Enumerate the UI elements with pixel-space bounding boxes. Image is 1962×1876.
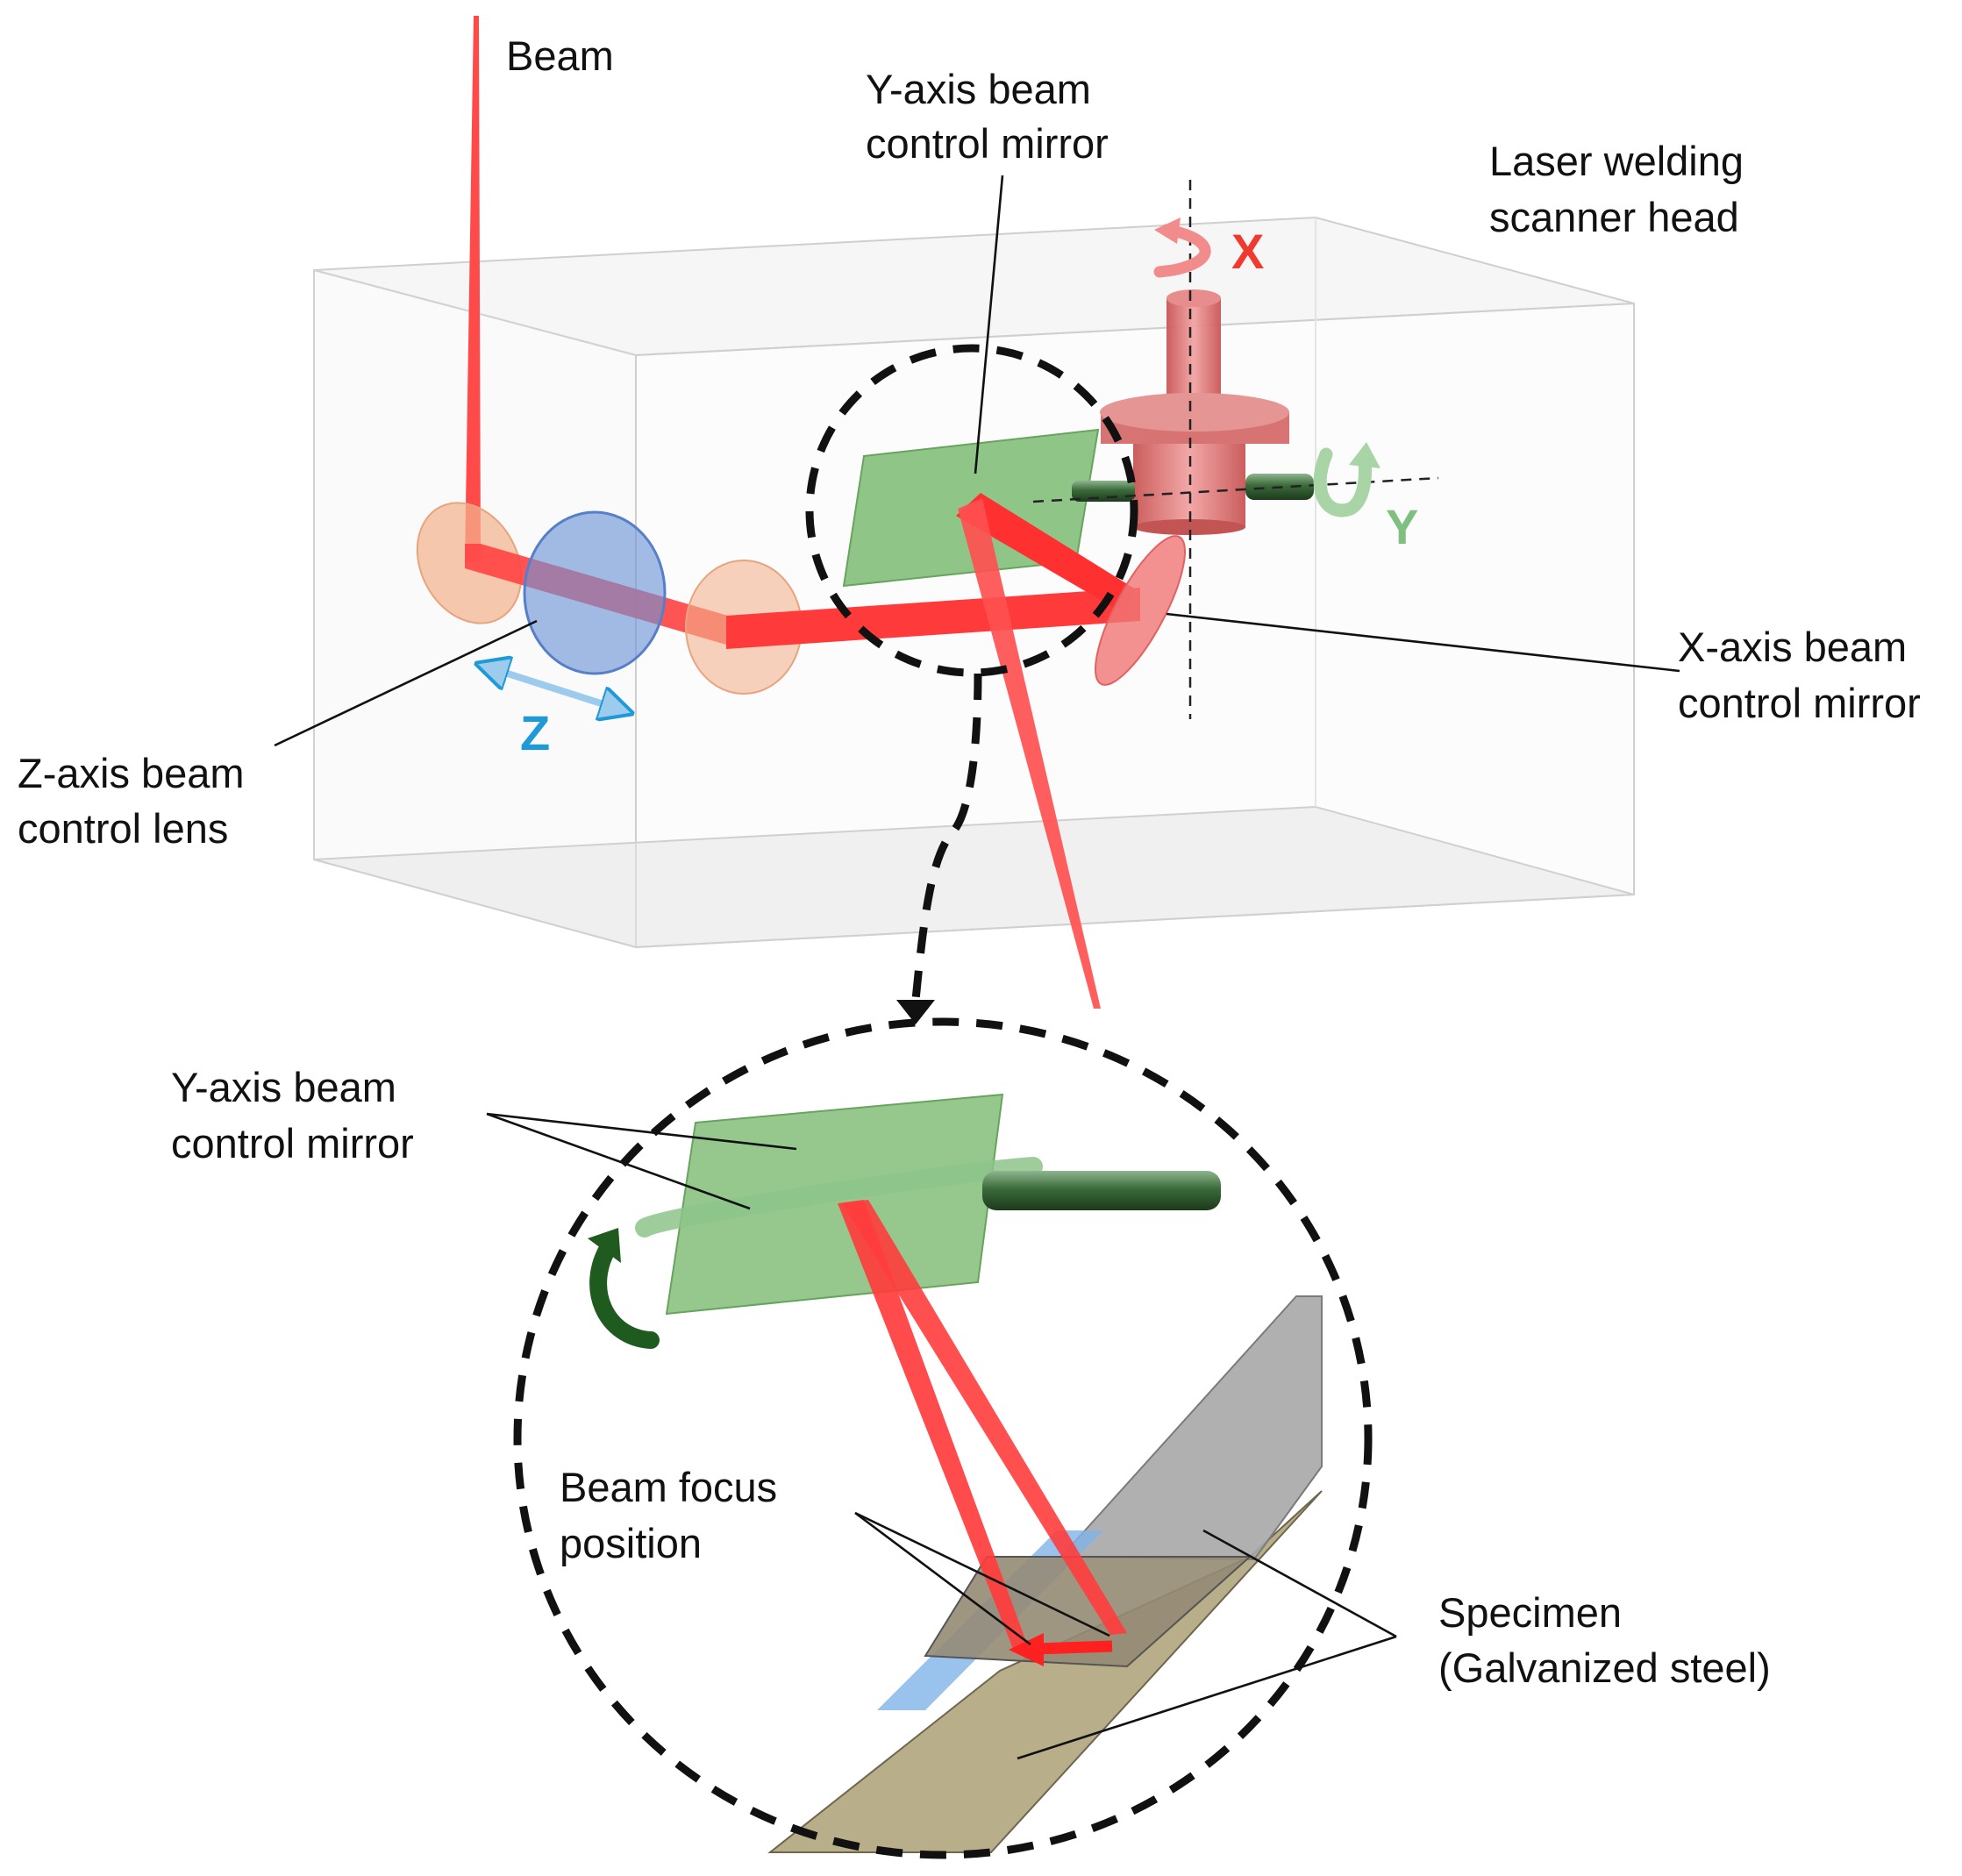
leader-lines (274, 175, 1680, 1760)
beam-segment (726, 588, 1140, 649)
zoom-arrow-head (896, 1000, 935, 1024)
z-axis-label: Z (520, 705, 550, 760)
x-rotation-arrow-icon (1153, 218, 1211, 278)
beam-focus-arrow-head (1009, 1633, 1044, 1666)
z-lens-label: Z-axis beam control lens (18, 750, 256, 852)
beam-focus-arrow (1034, 1640, 1113, 1655)
y-axis-label: Y (1386, 499, 1418, 554)
scanner-head-label: Laser welding scanner head (1489, 138, 1755, 240)
beam-focus-label: Beam focus position (560, 1464, 788, 1566)
z-axis-arrow-icon (491, 668, 617, 709)
y-axis-mirror-rotated-edge (635, 1157, 1043, 1238)
x-axis-mirror (1095, 535, 1186, 686)
y-axis-mirror-detail (665, 1093, 1004, 1316)
incoming-beam (465, 16, 481, 561)
rotation-arrow-icon (588, 1228, 660, 1349)
y-axis-rod-detail (982, 1171, 1221, 1210)
zoom-detail-circle (513, 1017, 1373, 1859)
x-axis-motor (1100, 289, 1289, 535)
zoom-connector (911, 673, 982, 1001)
zoom-source-circle (805, 344, 1138, 677)
beam-label: Beam (506, 32, 614, 79)
x-mirror-label: X-axis beam control mirror (1678, 624, 1921, 726)
y-rotation-arrow-icon (1313, 442, 1381, 517)
z-axis-lens (523, 510, 667, 675)
specimen-upper-plate (1059, 1295, 1323, 1561)
beam-detail-2 (842, 1200, 1127, 1635)
beam-segment (956, 493, 1136, 614)
detail-view (513, 1017, 1373, 1859)
x-axis-label: X (1231, 224, 1264, 279)
beam-output (958, 498, 1101, 1009)
specimen-label: Specimen (Galvanized steel) (1438, 1589, 1771, 1691)
y-mirror-detail-label: Y-axis beam control mirror (171, 1064, 414, 1166)
beam-detail-1 (838, 1200, 1029, 1649)
y-mirror-label: Y-axis beam control mirror (866, 66, 1109, 167)
